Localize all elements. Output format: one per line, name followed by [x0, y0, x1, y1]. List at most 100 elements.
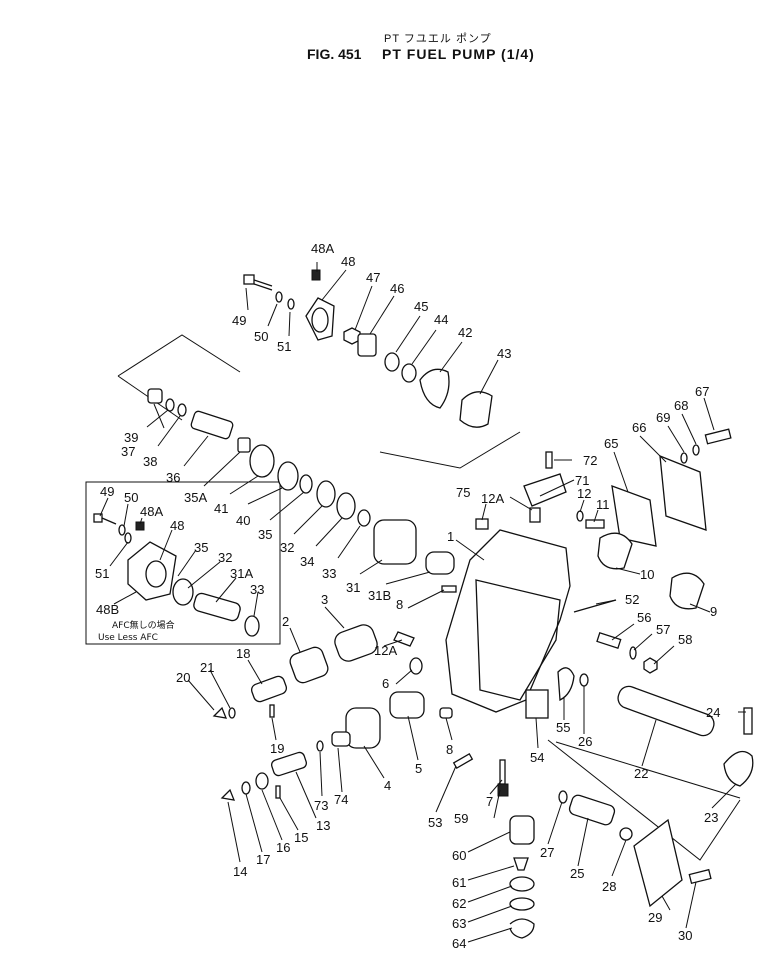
callout-15: 15 [294, 830, 308, 845]
afc-inset-frame [85, 481, 281, 645]
gasket-42 [419, 368, 450, 409]
callout-63: 63 [452, 916, 466, 931]
shaft-13 [271, 751, 307, 777]
o-ring-34 [336, 492, 356, 520]
callout-23: 23 [704, 810, 718, 825]
callout-69: 69 [656, 410, 670, 425]
cover-48-inset-boss [145, 560, 167, 588]
callout-11: 11 [596, 497, 610, 512]
callout-35: 35 [258, 527, 272, 542]
washer-17 [241, 781, 251, 795]
valve-56 [596, 631, 622, 649]
subtitle-japanese: PT フユエル ポンプ [384, 33, 492, 45]
bolt-49-top [243, 274, 273, 291]
callout-58: 58 [678, 632, 692, 647]
pin-8-upper [441, 585, 457, 593]
washer-16 [255, 772, 269, 790]
pin-19 [269, 704, 275, 718]
plate-12a-mid [393, 631, 415, 647]
inset-callout-31a: 31A [230, 566, 253, 581]
sleeve-2 [289, 646, 329, 684]
inset-callout-50: 50 [124, 490, 138, 505]
callout-34: 34 [300, 554, 314, 569]
nut-39 [147, 388, 163, 404]
plunger-31 [373, 519, 417, 565]
bracket-54 [525, 689, 549, 719]
callout-53: 53 [428, 815, 442, 830]
callout-13: 13 [316, 818, 330, 833]
callout-38: 38 [143, 454, 157, 469]
callout-19: 19 [270, 741, 284, 756]
callout-48-top: 48 [341, 254, 355, 269]
callout-22: 22 [634, 766, 648, 781]
callout-3: 3 [321, 592, 328, 607]
callout-12a-mid: 12A [374, 643, 397, 658]
callout-30: 30 [678, 928, 692, 943]
washer-50-inset [118, 524, 126, 536]
leader-lines [99, 262, 746, 943]
inset-callout-33: 33 [250, 582, 264, 597]
nut-58 [643, 657, 658, 674]
callout-1: 1 [447, 529, 454, 544]
gasket-65 [611, 485, 657, 547]
plate-71 [523, 473, 567, 507]
callout-12a-top: 12A [481, 491, 504, 506]
plug-61 [513, 857, 529, 871]
plug-12a-top [529, 507, 541, 523]
pump-housing-1-flange [475, 579, 561, 701]
callout-24: 24 [706, 705, 720, 720]
callout-37: 37 [121, 444, 135, 459]
o-ring-27 [558, 790, 568, 804]
cover-29 [633, 818, 683, 908]
callout-73: 73 [314, 798, 328, 813]
sleeve-3 [334, 624, 378, 662]
callout-8-upper: 8 [396, 597, 403, 612]
o-ring-32 [316, 480, 336, 508]
inset-callout-51: 51 [95, 566, 109, 581]
o-ring-63 [509, 897, 535, 911]
callout-33: 33 [322, 566, 336, 581]
callout-14: 14 [233, 864, 247, 879]
plug-8-lower [439, 707, 453, 719]
shaft-36 [190, 410, 234, 440]
callout-32: 32 [280, 540, 294, 555]
inset-callout-48b: 48B [96, 602, 119, 617]
plug-48a-top [311, 269, 321, 281]
callout-40: 40 [236, 513, 250, 528]
callout-61: 61 [452, 875, 466, 890]
spring-31b [425, 551, 455, 575]
ring-40 [277, 461, 299, 491]
callout-56: 56 [637, 610, 651, 625]
inset-callout-49: 49 [100, 484, 114, 499]
callout-31: 31 [346, 580, 360, 595]
washer-21 [228, 707, 236, 719]
washer-50-top [275, 291, 283, 303]
inset-note-english: Use Less AFC [98, 633, 158, 643]
callout-68: 68 [674, 398, 688, 413]
callout-6: 6 [382, 676, 389, 691]
callout-9: 9 [710, 604, 717, 619]
plug-59 [497, 783, 509, 797]
shaft-18 [250, 675, 288, 703]
callout-12: 12 [577, 486, 591, 501]
sleeve-4 [345, 707, 381, 749]
o-ring-33-inset [244, 615, 260, 637]
callout-29: 29 [648, 910, 662, 925]
shaft-22 [617, 685, 715, 737]
callout-75: 75 [456, 485, 470, 500]
bolt-24 [743, 707, 753, 735]
washer-73 [316, 740, 324, 752]
callout-71: 71 [575, 473, 589, 488]
bolt-49-inset-shank [101, 517, 117, 525]
callout-2: 2 [282, 614, 289, 629]
callout-48a-top: 48A [311, 241, 334, 256]
pin-7 [499, 759, 506, 785]
callout-41: 41 [214, 501, 228, 516]
sleeve-5 [389, 691, 425, 719]
callout-51-top: 51 [277, 339, 291, 354]
callout-18: 18 [236, 646, 250, 661]
callout-50-top: 50 [254, 329, 268, 344]
bushing-43 [459, 391, 493, 428]
callout-35a: 35A [184, 490, 207, 505]
ball-28 [619, 827, 633, 841]
